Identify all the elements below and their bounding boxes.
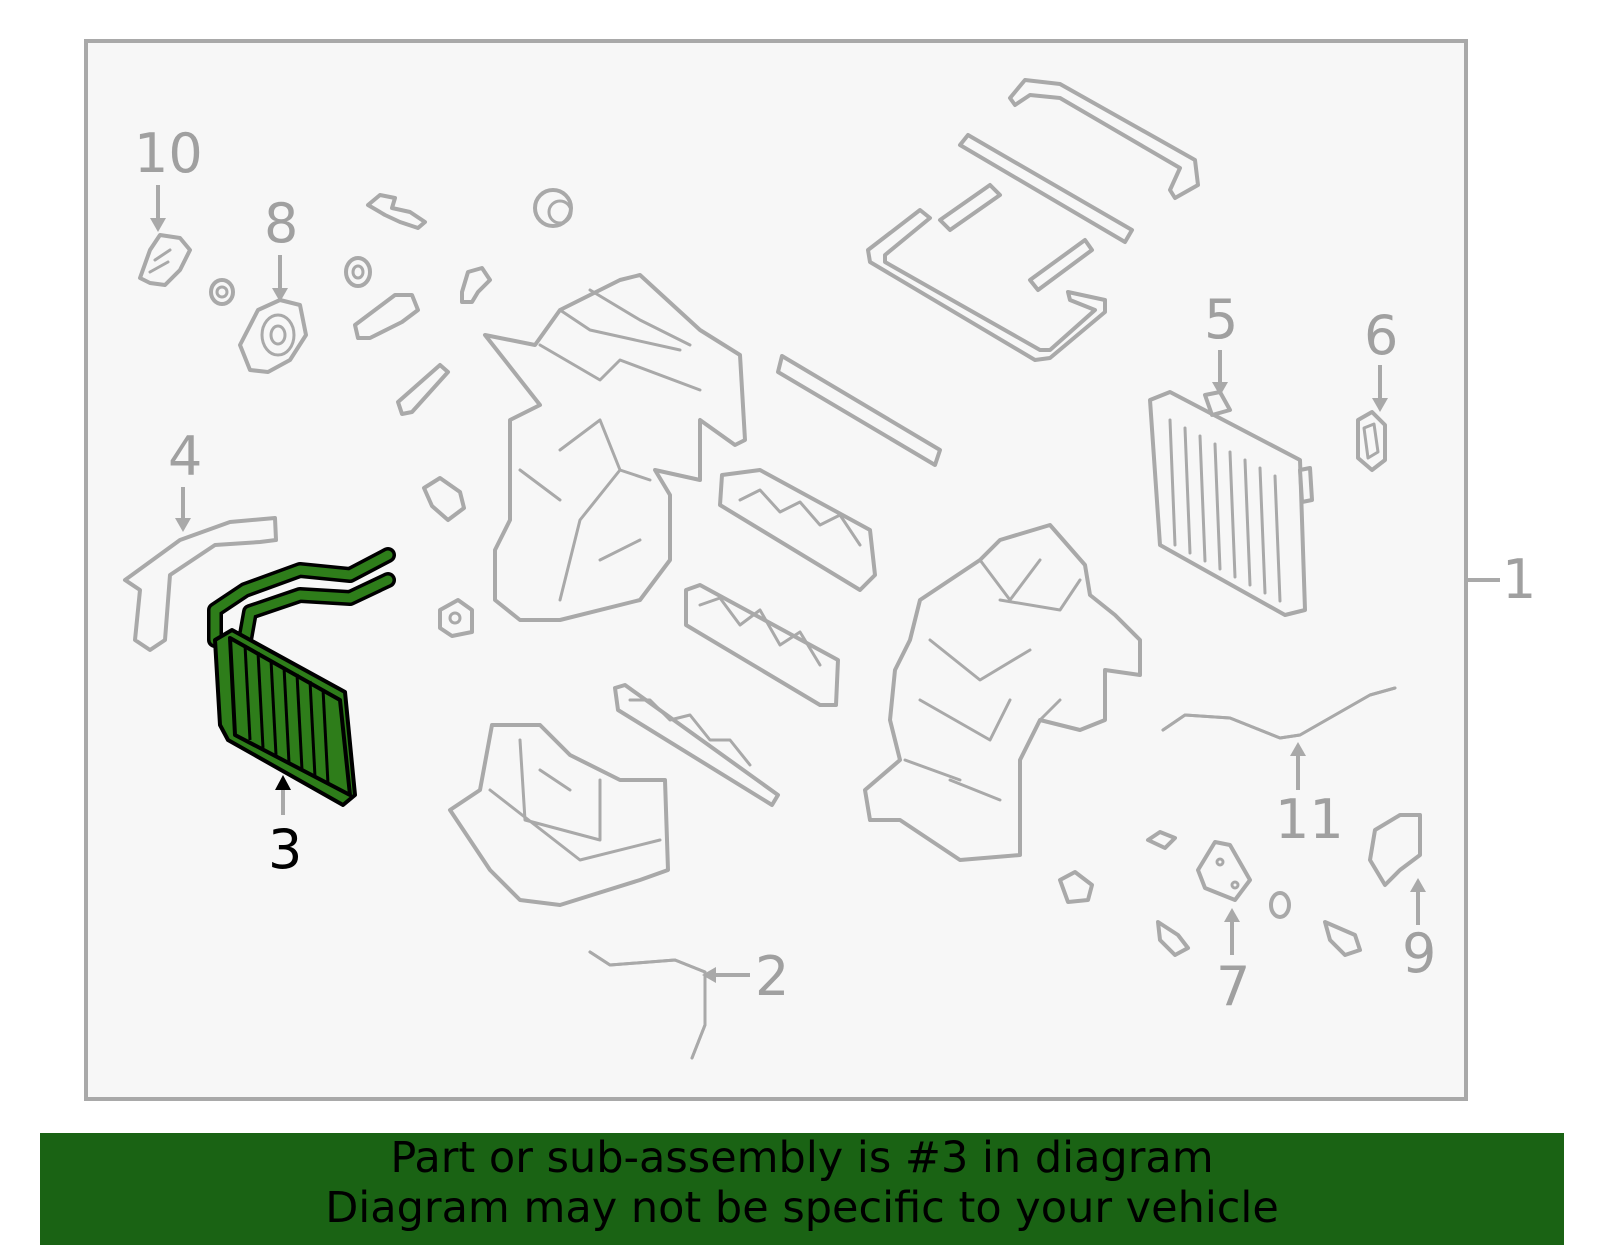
part-link-clip[interactable] — [366, 193, 427, 230]
part-pin[interactable] — [460, 266, 492, 304]
part-gasket-frame[interactable] — [866, 208, 1107, 362]
part-washer[interactable] — [344, 256, 372, 288]
part-lower-case[interactable] — [448, 723, 670, 907]
info-banner: Part or sub-assembly is #3 in diagram Di… — [40, 1133, 1564, 1245]
part-door-2[interactable] — [684, 583, 840, 707]
part-5-evaporator-core[interactable] — [1148, 390, 1314, 617]
callout-9: 9 — [1402, 922, 1436, 985]
part-joint[interactable] — [422, 476, 466, 522]
part-wire-clip[interactable] — [1146, 830, 1177, 850]
part-door-1[interactable] — [718, 468, 877, 592]
part-9-actuator[interactable] — [1368, 813, 1422, 887]
part-2-sensor[interactable] — [588, 950, 707, 1060]
part-10-actuator[interactable] — [138, 233, 192, 287]
part-bolt-left[interactable] — [1156, 920, 1190, 957]
part-lever-arm[interactable] — [353, 293, 420, 340]
part-screw-right[interactable] — [1323, 920, 1362, 957]
callout-1: 1 — [1502, 548, 1536, 611]
callout-5: 5 — [1204, 288, 1238, 351]
part-8-motor[interactable] — [238, 298, 308, 374]
callout-4: 4 — [168, 425, 202, 488]
callout-2: 2 — [755, 945, 789, 1008]
part-7-bracket[interactable] — [1196, 840, 1252, 902]
part-top-frame-seal[interactable] — [1008, 78, 1200, 200]
part-top-strip-1[interactable] — [958, 133, 1134, 244]
callout-3: 3 — [268, 818, 302, 881]
part-11-drain-hose[interactable] — [1161, 686, 1397, 740]
part-square-clip[interactable] — [438, 598, 474, 638]
part-fastener-clip[interactable] — [1058, 870, 1094, 904]
banner-line-part: Part or sub-assembly is #3 in diagram — [390, 1133, 1214, 1183]
callout-leaders — [150, 185, 1500, 983]
part-plug[interactable] — [533, 188, 573, 228]
part-rod[interactable] — [396, 363, 450, 416]
part-grommet-small[interactable] — [209, 278, 235, 306]
part-6-o-ring[interactable] — [1356, 410, 1387, 472]
part-upper-case[interactable] — [483, 273, 747, 622]
part-top-strip-3[interactable] — [1028, 238, 1094, 292]
callout-11: 11 — [1275, 788, 1344, 851]
banner-line-disclaimer: Diagram may not be specific to your vehi… — [325, 1183, 1279, 1233]
part-grommet-right[interactable] — [1269, 891, 1291, 919]
part-seal-strip-1[interactable] — [776, 354, 942, 467]
callout-10: 10 — [134, 122, 203, 185]
callout-7: 7 — [1216, 955, 1250, 1018]
part-3-heater-core[interactable] — [207, 547, 396, 807]
callout-8: 8 — [264, 192, 298, 255]
callout-6: 6 — [1364, 304, 1398, 367]
part-top-strip-2[interactable] — [938, 183, 1002, 232]
part-4-duct[interactable] — [123, 516, 278, 652]
part-right-case[interactable] — [863, 523, 1142, 862]
part-door-3[interactable] — [613, 683, 780, 807]
